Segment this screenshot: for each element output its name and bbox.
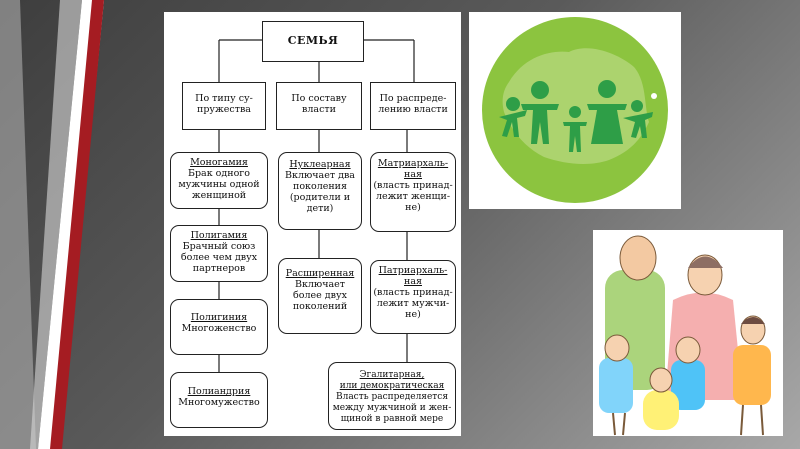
family-logo-panel [469, 12, 681, 209]
box-text: более чем двух [180, 252, 258, 263]
egalitarian-heading: или демократическая [339, 381, 445, 391]
box-text: Брачный союз [182, 241, 256, 252]
box-text: мужчины одной [178, 179, 260, 190]
box-text: женщиной [191, 190, 247, 201]
family-logo-image [482, 17, 668, 203]
box-text: (родители и [289, 192, 351, 203]
matriarchal-heading: ная [404, 169, 422, 180]
category-label: По составу [291, 93, 347, 104]
extended-heading: Расширенная [285, 268, 355, 279]
egalitarian-heading: Эгалитарная, [359, 370, 425, 380]
box-text: поколений [292, 301, 348, 312]
patriarchal-heading: Патриархаль- [378, 265, 448, 276]
box-text: лежит женщи- [375, 191, 451, 202]
category-label: пружества [197, 104, 251, 115]
polyandry-box: Полиандрия Многомужество [170, 372, 268, 428]
polyandry-heading: Полиандрия [187, 386, 251, 397]
matriarchal-heading: Матриархаль- [377, 158, 449, 169]
matriarchal-box: Матриархаль- ная (власть принад- лежит ж… [370, 152, 456, 232]
category-box-composition: По составу власти [276, 82, 362, 130]
category-label: власти [302, 104, 336, 115]
box-text: лежит мужчи- [376, 298, 450, 309]
extended-family-box: Расширенная Включает более двух поколени… [278, 258, 362, 334]
patriarchal-heading: ная [404, 276, 422, 287]
family-drawing-figures [599, 235, 771, 436]
monogamy-heading: Моногамия [190, 157, 248, 168]
category-label: лению власти [378, 104, 448, 115]
box-text: щиной в равной мере [340, 414, 444, 424]
patriarchal-box: Патриархаль- ная (власть принад- лежит м… [370, 260, 456, 334]
nuclear-family-box: Нуклеарная Включает два поколения (родит… [278, 152, 362, 230]
family-figures-icon [499, 80, 657, 152]
category-box-power-distribution: По распреде- лению власти [370, 82, 456, 130]
nuclear-heading: Нуклеарная [289, 159, 351, 170]
category-box-marriage-type: По типу су- пружества [182, 82, 266, 130]
box-text: Включает два [285, 170, 355, 181]
polygamy-box: Полигамия Брачный союз более чем двух па… [170, 225, 268, 282]
box-text: не) [405, 309, 421, 320]
diagram-title-box: СЕМЬЯ [262, 21, 364, 62]
box-text: поколения [292, 181, 348, 192]
diagram-connectors [218, 39, 415, 372]
diagram-title: СЕМЬЯ [287, 34, 339, 47]
polygyny-heading: Полигиния [190, 312, 248, 323]
category-label: По типу су- [195, 93, 253, 104]
family-drawing-panel [593, 230, 783, 436]
box-text: дети) [306, 203, 334, 214]
polygamy-heading: Полигамия [190, 230, 248, 241]
box-text: Власть распределяется [335, 392, 449, 402]
box-text: (власть принад- [373, 180, 453, 191]
box-text: не) [405, 202, 421, 213]
family-types-diagram: СЕМЬЯ По типу су- пружества По составу в… [164, 12, 461, 436]
box-text: между мужчиной и жен- [332, 403, 452, 413]
egalitarian-box: Эгалитарная, или демократическая Власть … [328, 362, 456, 430]
box-text: Брак одного [187, 168, 250, 179]
box-text: более двух [293, 290, 347, 301]
family-drawing-image [599, 235, 771, 436]
box-text: Включает [294, 279, 346, 290]
polygyny-box: Полигиния Многоженство [170, 299, 268, 355]
monogamy-box: Моногамия Брак одного мужчины одной женщ… [170, 152, 268, 209]
category-label: По распреде- [379, 93, 447, 104]
box-text: (власть принад- [373, 287, 453, 298]
box-text: Многоженство [181, 323, 257, 334]
box-text: Многомужество [178, 397, 260, 408]
box-text: партнеров [192, 263, 246, 274]
